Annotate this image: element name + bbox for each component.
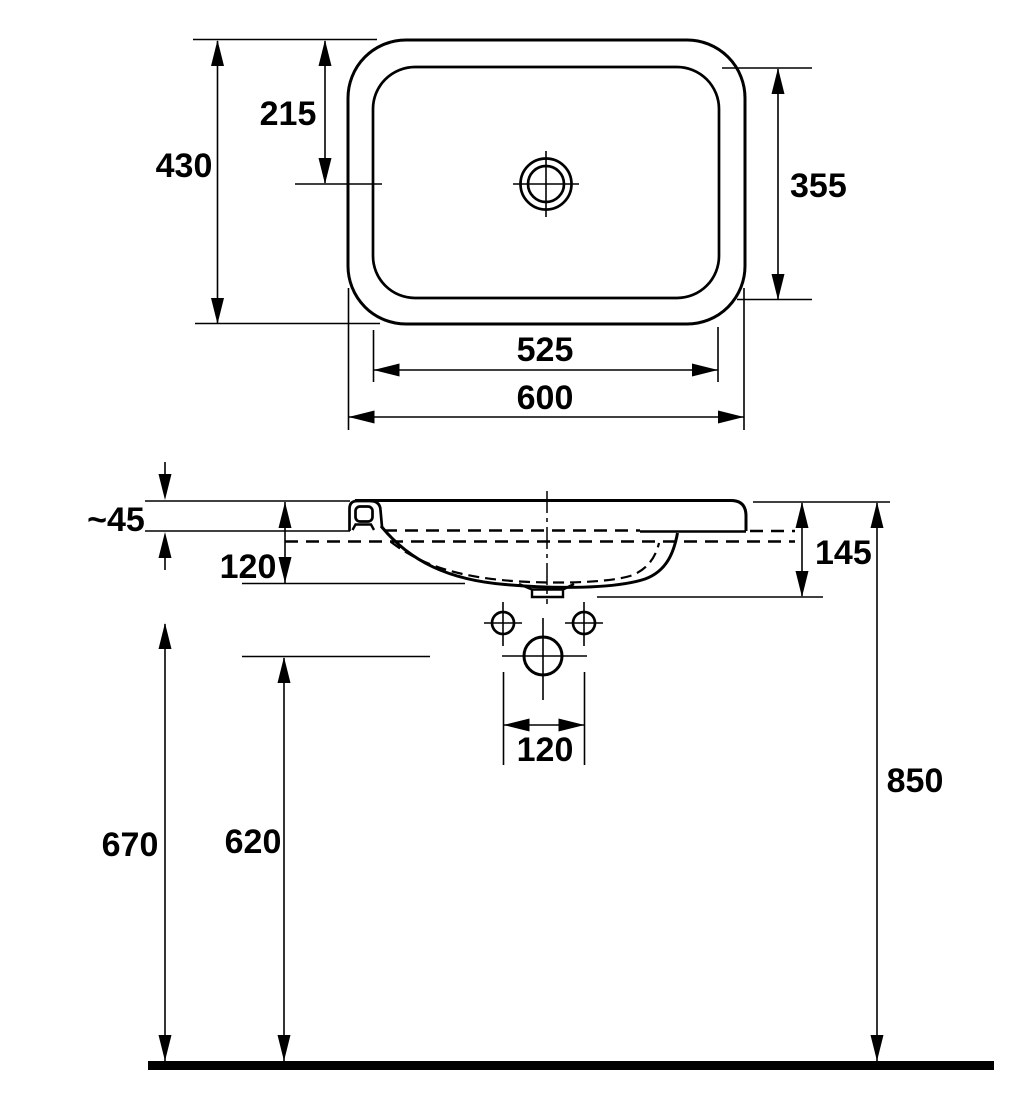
dim-145-rim-to-underside: 145 (597, 501, 890, 598)
top-view: 430 215 355 525 (156, 38, 847, 430)
arrowhead-up (278, 502, 292, 528)
arrowhead-down (795, 571, 809, 597)
waste-fitting (518, 582, 575, 599)
dim-label-670: 670 (102, 826, 159, 864)
dim-label-850: 850 (887, 762, 944, 800)
tap-boss-outline (348, 499, 384, 531)
dim-600-overall-width: 600 (347, 288, 745, 430)
arrowhead-up (870, 502, 884, 528)
dim-670-fixing-height: 670 (102, 623, 172, 1061)
dim-label-215: 215 (260, 95, 317, 133)
arrowhead-down (158, 474, 172, 500)
dim-label-620: 620 (225, 823, 282, 861)
arrowhead-left (373, 363, 400, 377)
arrowhead-right (692, 363, 718, 377)
arrowhead-left (503, 718, 530, 732)
arrowhead-up (277, 657, 291, 683)
dim-355-bowl-depth: 355 (722, 67, 847, 301)
basin-outer-rim-outline (346, 38, 747, 326)
dim-850-rim-height: 850 (870, 502, 944, 1061)
arrowhead-right (718, 410, 744, 424)
dim-45-rim-above-counter: ~45 (87, 462, 172, 570)
dim-620-outlet-height: 620 (225, 655, 430, 1061)
dim-label-45: ~45 (87, 501, 145, 539)
arrowhead-up (158, 623, 172, 649)
dim-label-600: 600 (517, 379, 574, 417)
dim-120-hole-spacing: 120 (502, 672, 586, 769)
fixing-hole-right (565, 602, 603, 646)
dim-label-120-holes: 120 (517, 731, 574, 769)
arrowhead-down (277, 1035, 291, 1061)
drain-symbol (513, 151, 579, 217)
dim-label-145: 145 (815, 534, 872, 572)
fixing-hole-left (484, 602, 522, 646)
arrowhead-up (795, 502, 809, 528)
arrowhead-down (278, 557, 292, 583)
dim-215-drain-offset: 215 (260, 40, 382, 185)
arrowhead-down (870, 1035, 884, 1061)
dim-label-120-depth: 120 (220, 548, 277, 586)
arrowhead-down (771, 274, 785, 300)
arrowhead-up (318, 40, 332, 66)
arrowhead-up (211, 40, 224, 66)
tap-hole-boss (348, 499, 384, 531)
basin-bowl-outline (371, 65, 721, 300)
arrowhead-right (558, 718, 585, 732)
dim-525-bowl-width: 525 (372, 327, 719, 382)
arrowhead-up (771, 68, 785, 94)
dim-label-430: 430 (156, 147, 213, 185)
dim-430-overall-depth: 430 (156, 38, 380, 325)
dim-120-bowl-depth: 120 (220, 502, 465, 586)
dim-label-355: 355 (790, 167, 847, 205)
dim-label-525: 525 (517, 331, 574, 369)
arrowhead-down (318, 158, 332, 184)
tap-hole-opening (354, 505, 374, 523)
waste-outlet-hole (502, 618, 587, 700)
bowl-inner-hidden-profile (390, 541, 661, 584)
bowl-outer-profile (379, 525, 679, 589)
basin-rim-top-edge (355, 499, 748, 531)
front-view: ~45 120 145 120 (87, 462, 994, 1070)
arrowhead-down (158, 1035, 172, 1061)
arrowhead-left (348, 410, 375, 424)
arrowhead-up (158, 532, 172, 558)
tap-boss-base (351, 523, 376, 531)
arrowhead-down (211, 298, 224, 324)
